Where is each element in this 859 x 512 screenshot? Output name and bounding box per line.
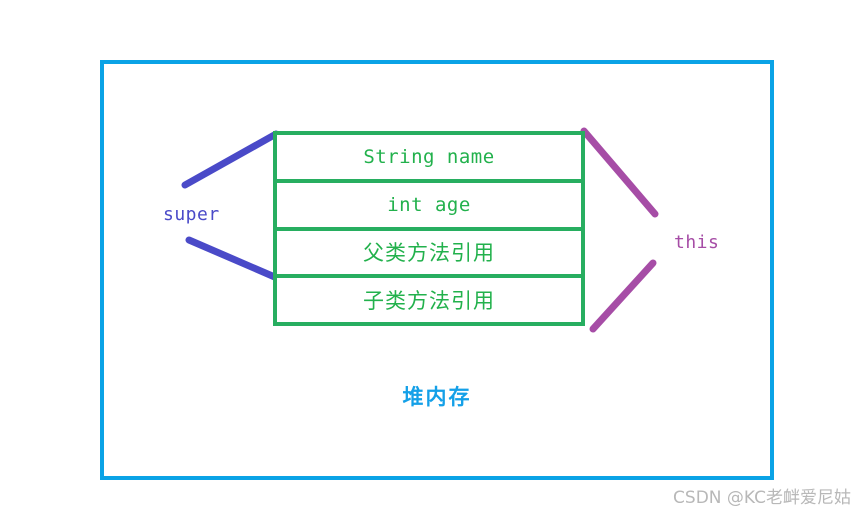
csdn-watermark: CSDN @KC老衅爱尼姑: [673, 488, 851, 508]
label-super: super: [163, 204, 220, 225]
table-row-child-method-ref: 子类方法引用: [363, 289, 495, 314]
object-field-table: String name int age 父类方法引用 子类方法引用: [273, 131, 585, 326]
label-this: this: [674, 232, 720, 253]
table-row-field-age: int age: [277, 183, 581, 231]
heap-memory-caption: 堆内存: [402, 385, 472, 409]
table-row-field-name: String name: [277, 135, 581, 183]
heap-memory-boundary: [100, 60, 774, 480]
table-row-parent-method-ref: 父类方法引用: [277, 231, 581, 279]
